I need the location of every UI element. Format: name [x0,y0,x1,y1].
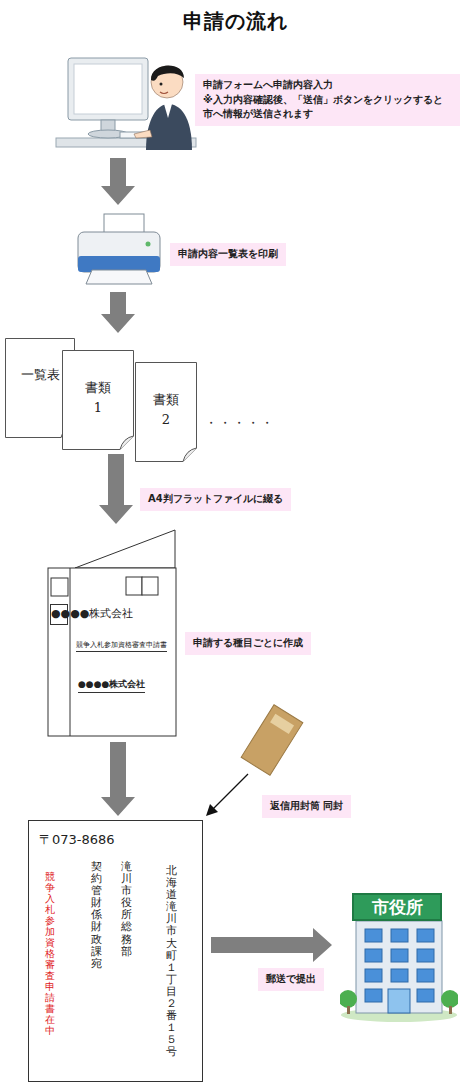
window [417,989,434,1002]
connector-arrow [99,454,133,524]
label-slot [126,577,142,595]
window [365,969,382,982]
window [417,969,434,982]
folder-cover [48,568,176,736]
tree-trunk [347,1006,350,1014]
sheet-edge [136,363,197,462]
window [391,929,408,942]
node-text: ●●●●株式会社 [51,608,62,620]
window [365,989,382,1002]
building-body [356,921,442,1013]
node-text: 競争入札参加資格審査申請書 在中 [45,871,55,1036]
tree-trunk [449,1006,452,1014]
folder-cover-flap [75,530,175,568]
tree [340,990,357,1008]
window [391,969,408,982]
node-text: 北海道滝川市大町１丁目２番１５号 [166,865,177,1059]
step-label: 郵送で提出 [258,968,324,991]
node-text: 滝川市役所 総務部 [121,861,132,958]
flow-connector [99,454,133,524]
node-text: 一覧表 [5,338,75,384]
label-slot [51,578,68,596]
window [417,929,434,942]
node-text: 郵送で提出 [266,972,316,987]
computer-user-illustration [56,58,196,150]
leader-arrow [206,774,248,816]
folder-outline [46,528,178,738]
window [365,949,382,962]
step-label: A4判フラットファイルに綴る [140,488,291,511]
document-sheet: 書類 1 [62,350,134,450]
sheet-curl [183,448,197,462]
tree [441,990,458,1008]
flow-connector [211,928,332,962]
sheet-edge [63,351,134,450]
label-slot [142,577,158,595]
reply-envelope-illustration [241,705,303,776]
node-text: 〒073-8686 [39,831,115,849]
node-text: 申請内容一覧表を印刷 [178,247,278,262]
window [365,929,382,942]
node-text: 返信用封筒 同封 [270,799,343,814]
folder-spine-line [70,568,71,736]
node-text: 申請する種目ごとに作成 [193,636,303,651]
door [388,989,410,1013]
ellipsis-label: ・・・・・ [205,415,275,432]
connector-arrow [101,742,135,816]
sheet-curl [120,436,134,450]
diagram-title: 申請の流れ [0,8,470,35]
window [391,949,408,962]
window [417,949,434,962]
node-text: 競争入札参加資格審査申請書 [76,640,167,652]
step-label: 申請内容一覧表を印刷 [170,243,286,266]
folder-spine: ●●●●株式会社 [50,604,68,625]
printer-illustration [78,214,160,284]
node-text: ●●●●株式会社 [78,678,145,693]
node-text: ※入力内容確認後、「送信」ボタンをクリックすると 市へ情報が送信されます [203,93,452,122]
flat-file-folder: 競争入札参加資格審査申請書 ●●●●株式会社 ●●●●株式会社 [46,528,178,738]
flow-arrow [101,158,135,333]
flow-connector [101,742,135,816]
step-label: 申請する種目ごとに作成 [185,632,311,655]
node-text: A4判フラットファイルに綴る [148,492,283,507]
node-text: 書類 1 [84,350,112,417]
city-hall-building: 市役所 [340,893,458,1023]
node-text: 申請フォームへ申請内容入力 [203,78,452,93]
node-text: 書類 2 [152,362,180,429]
node-text: 契約管財係 財政課 宛 [91,861,102,970]
node-text: 市役所 [352,893,442,921]
step-label: 申請フォームへ申請内容入力※入力内容確認後、「送信」ボタンをクリックすると 市へ… [195,74,460,126]
mailing-envelope: 〒073-8686 北海道滝川市大町１丁目２番１５号 滝川市役所 総務部 契約管財係 … [28,820,203,1082]
step-label: 返信用封筒 同封 [262,795,351,818]
connector-arrow [211,928,332,962]
document-sheet: 書類 2 [135,362,197,462]
